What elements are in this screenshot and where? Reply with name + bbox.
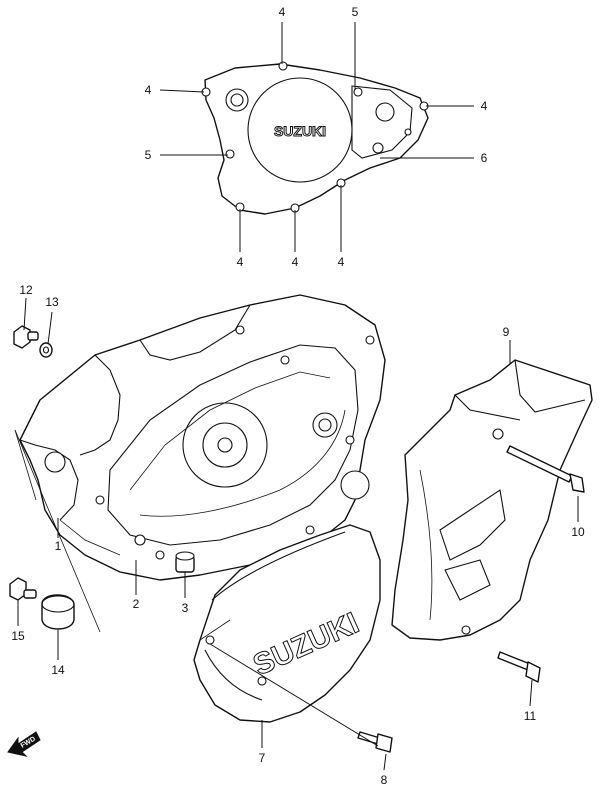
callout-4-bottom-1: 4 (237, 255, 244, 269)
clutch-cover-gasket: SUZUKI (201, 61, 429, 215)
gasket-logo-text: SUZUKI (274, 123, 326, 139)
callout-6: 6 (481, 151, 488, 165)
callout-14: 14 (51, 663, 65, 677)
callout-9: 9 (503, 325, 510, 339)
callout-5-top: 5 (352, 5, 359, 19)
callout-4-left: 4 (145, 83, 152, 97)
washer-13 (39, 342, 53, 358)
forward-direction-badge: FWD (7, 731, 41, 757)
callout-4-top: 4 (279, 5, 286, 19)
callout-1: 1 (55, 539, 62, 553)
callout-4-bottom-3: 4 (338, 255, 345, 269)
callout-4-right: 4 (481, 99, 488, 113)
callout-labels: 4 5 4 4 5 6 4 4 4 12 13 9 1 2 3 10 15 14… (11, 5, 585, 787)
callout-15: 15 (11, 629, 25, 643)
plug-cap (41, 594, 75, 630)
dowel-pin (175, 551, 195, 573)
callout-5-left: 5 (145, 148, 152, 162)
forward-arrow-icon (7, 731, 41, 757)
callout-2: 2 (133, 597, 140, 611)
callout-3: 3 (182, 601, 189, 615)
bolt-11 (497, 651, 541, 683)
callout-8: 8 (381, 773, 388, 787)
callout-4-bottom-2: 4 (292, 255, 299, 269)
small-bolt-15 (9, 577, 37, 601)
callout-10: 10 (571, 525, 585, 539)
bolt-12 (13, 325, 39, 349)
bolt-8 (357, 731, 393, 753)
callout-13: 13 (45, 295, 59, 309)
leader-lines (17, 22, 579, 771)
sprocket-cover (391, 359, 593, 641)
magneto-cover: SUZUKI (193, 524, 381, 723)
callout-12: 12 (19, 283, 33, 297)
bolt-10 (506, 445, 585, 493)
callout-7: 7 (259, 751, 266, 765)
crankcase-left (14, 294, 386, 633)
callout-11: 11 (524, 709, 537, 723)
